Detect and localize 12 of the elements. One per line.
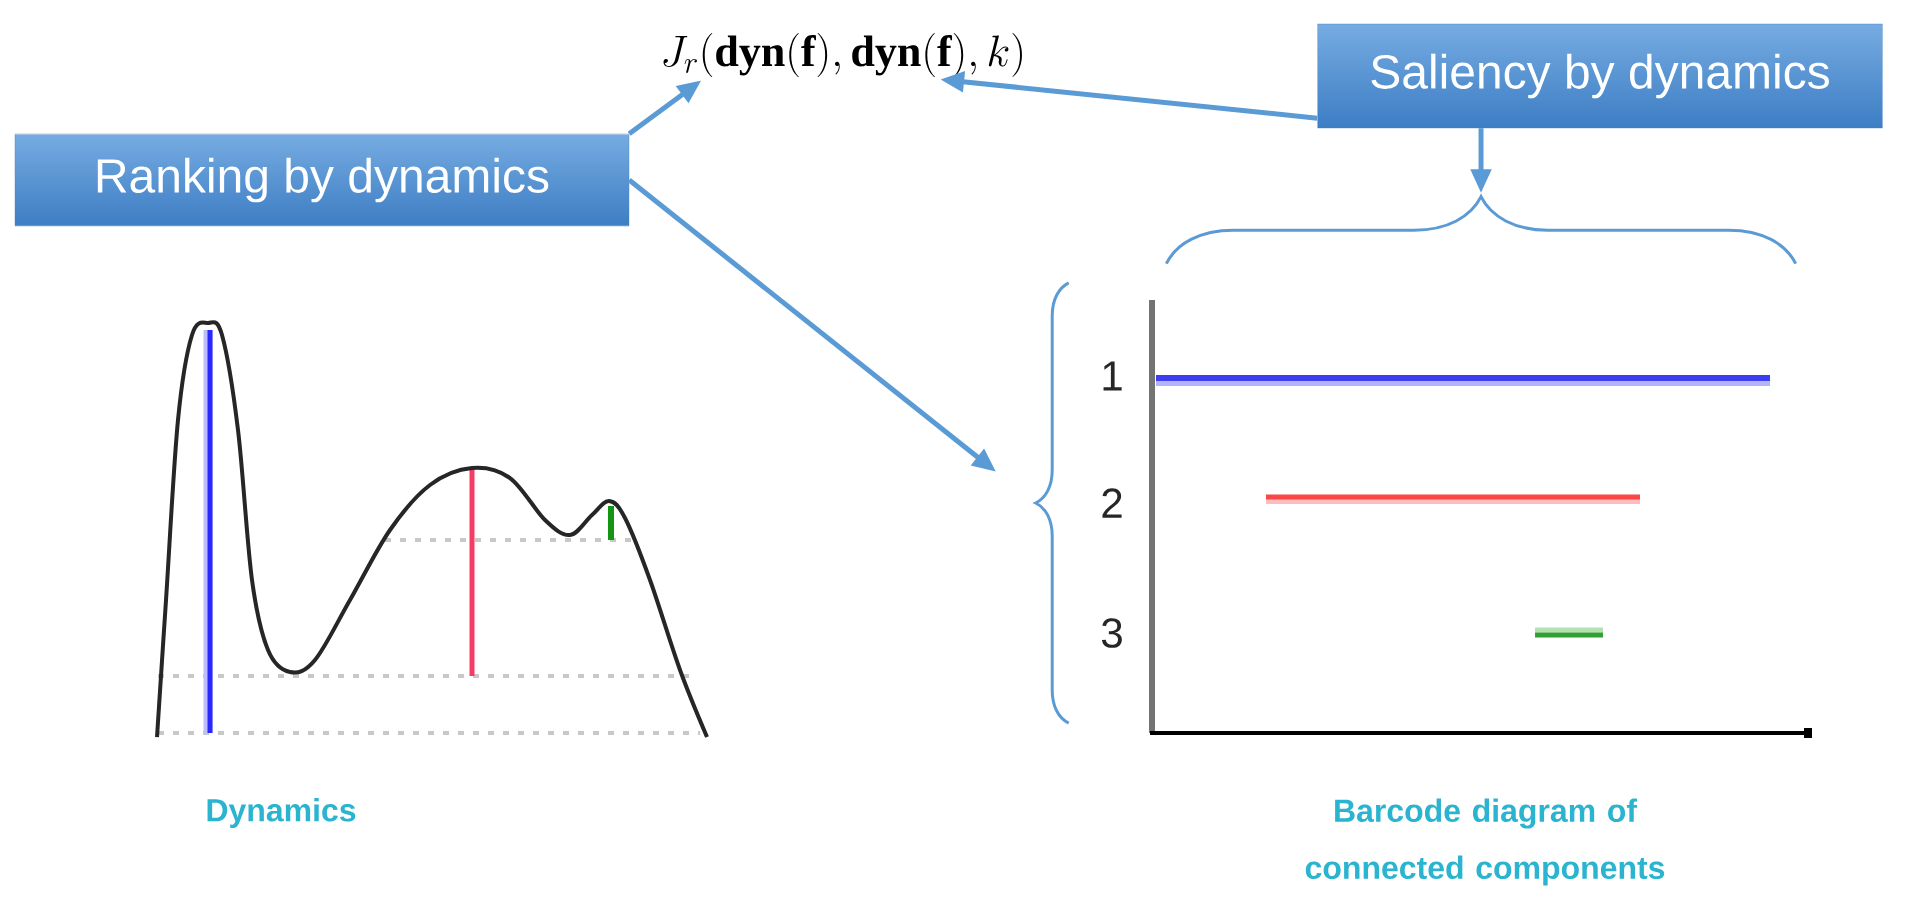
curly-brace <box>1165 195 1797 265</box>
node-label: Dynamics <box>207 798 356 828</box>
row-number: 1 <box>1103 361 1122 391</box>
curve-plot-drawing <box>155 320 709 738</box>
row-number: 2 <box>1102 488 1122 518</box>
barcode-chart-drawing <box>1149 300 1813 738</box>
label-box: Ranking by dynamics <box>14 133 630 227</box>
row-number: 3 <box>1101 618 1122 648</box>
curly-brace <box>1034 281 1070 725</box>
label-box: Saliency by dynamics <box>1317 23 1883 129</box>
node-label: Barcode diagram of connected components <box>1305 798 1665 886</box>
formula: $J_r(\mathbf{dyn}(\mathbf{f}), \mathbf{dyn}(\mathbf{f}), k)$ <box>663 33 1022 77</box>
